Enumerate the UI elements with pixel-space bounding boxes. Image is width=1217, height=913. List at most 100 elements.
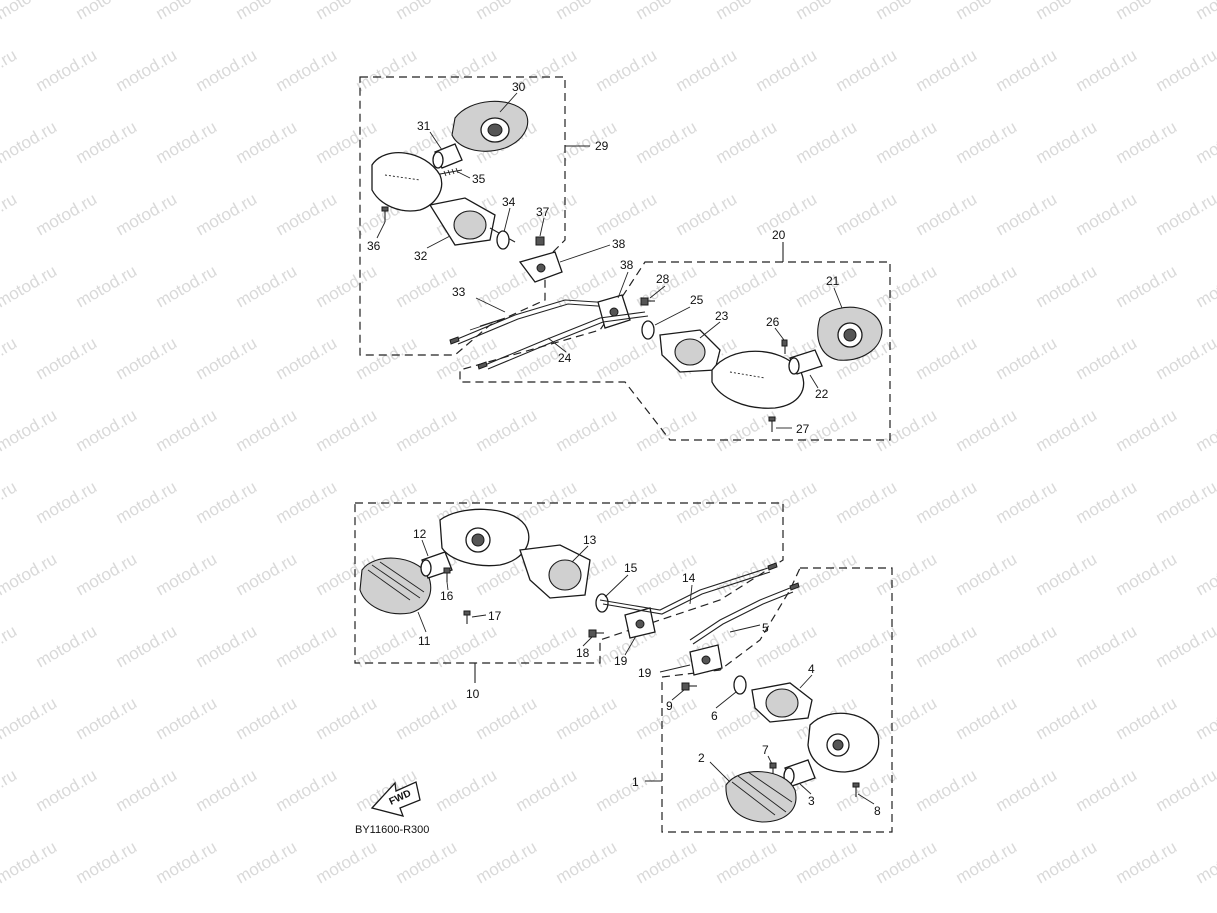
bracket-38-lower [597,294,631,329]
watermark-text: motod.ru [793,549,861,599]
watermark-text: motod.ru [0,0,60,23]
watermark-text: motod.ru [193,765,261,815]
callout-17: 17 [488,609,502,623]
watermark-text: motod.ru [1073,477,1141,527]
watermark-text: motod.ru [153,693,221,743]
watermark-text: motod.ru [273,189,341,239]
callout-1: 1 [632,775,639,789]
watermark-text: motod.ru [1113,837,1181,887]
watermark-text: motod.ru [833,765,901,815]
callout-32: 32 [414,249,428,263]
watermark-text: motod.ru [713,405,781,455]
watermark-text: motod.ru [193,477,261,527]
bulb-3 [783,759,816,787]
watermark-text: motod.ru [33,189,101,239]
callout-13: 13 [583,533,597,547]
watermark-text: motod.ru [233,261,301,311]
watermark-text: motod.ru [993,621,1061,671]
watermark-text: motod.ru [393,0,461,23]
screw-36 [381,206,389,222]
watermark-text: motod.ru [193,621,261,671]
watermark-text: motod.ru [993,45,1061,95]
assembly-1-boundary [661,567,893,833]
fwd-arrow: FWD [370,781,421,817]
watermark-text: motod.ru [753,45,821,95]
watermark-text: motod.ru [353,45,421,95]
bulb-31 [432,143,463,169]
watermark-text: motod.ru [393,261,461,311]
watermark-text: motod.ru [833,477,901,527]
watermark-text: motod.ru [0,261,60,311]
watermark-text: motod.ru [393,693,461,743]
watermark-text: motod.ru [1073,333,1141,383]
watermark-text: motod.ru [953,261,1021,311]
watermark-text: motod.ru [1113,549,1181,599]
watermark-text: motod.ru [553,405,621,455]
watermark-text: motod.ru [1153,333,1217,383]
watermark-text: motod.ru [873,837,941,887]
callout-15: 15 [624,561,638,575]
watermark-text: motod.ru [873,0,941,23]
watermark-text: motod.ru [233,693,301,743]
watermark-text: motod.ru [913,45,981,95]
watermark-text: motod.ru [913,765,981,815]
watermark-text: motod.ru [33,333,101,383]
watermark-text: motod.ru [833,189,901,239]
callout-6: 6 [711,709,718,723]
watermark-text: motod.ru [1113,693,1181,743]
screw-16 [443,567,451,582]
watermark-text: motod.ru [153,261,221,311]
callout-38-upper: 38 [612,237,626,251]
screw-17 [463,610,471,624]
watermark-text: motod.ru [0,117,60,167]
watermark-text: motod.ru [0,333,20,383]
bracket-19-right [689,644,723,676]
callout-2: 2 [698,751,705,765]
callout-5: 5 [762,621,769,635]
callout-33: 33 [452,285,466,299]
watermark-text: motod.ru [1073,765,1141,815]
watermark-text: motod.ru [73,0,141,23]
watermark-text: motod.ru [0,693,60,743]
screw-26 [781,339,788,354]
watermark-text: motod.ru [1193,405,1217,455]
watermark-text: motod.ru [553,117,621,167]
watermark-text: motod.ru [913,621,981,671]
watermark-text: motod.ru [473,837,541,887]
watermark-text: motod.ru [1193,549,1217,599]
watermark-text: motod.ru [73,405,141,455]
screw-27 [768,416,776,432]
callout-24: 24 [558,351,572,365]
assembly-10 [354,502,784,683]
diagram-code: BY11600-R300 [355,824,429,836]
washer-6 [733,675,747,695]
watermark-text: motod.ru [273,621,341,671]
housing-29 [371,152,443,212]
watermark-text: motod.ru [593,765,661,815]
watermark-text: motod.ru [1113,0,1181,23]
watermark-text: motod.ru [113,477,181,527]
callout-20: 20 [772,228,786,242]
housing-10 [439,508,530,567]
bolt-28 [640,297,655,306]
watermark-text: motod.ru [713,261,781,311]
callout-9: 9 [666,699,673,713]
watermark-text: motod.ru [913,189,981,239]
watermark-text: motod.ru [1153,189,1217,239]
watermark-text: motod.ru [1073,45,1141,95]
watermark-text: motod.ru [393,837,461,887]
watermark-text: motod.ru [113,621,181,671]
callout-36: 36 [367,239,381,253]
watermark-text: motod.ru [833,45,901,95]
watermark-text: motod.ru [593,189,661,239]
bracket-19-left [624,607,656,639]
callout-8: 8 [874,804,881,818]
callout-34: 34 [502,195,516,209]
watermark-text: motod.ru [953,405,1021,455]
watermark-text: motod.ru [73,693,141,743]
watermark-text: motod.ru [1113,261,1181,311]
bolt-18 [588,629,604,638]
callout-35: 35 [472,172,486,186]
assembly-29-boundary [359,76,566,356]
watermark-text: motod.ru [953,0,1021,23]
